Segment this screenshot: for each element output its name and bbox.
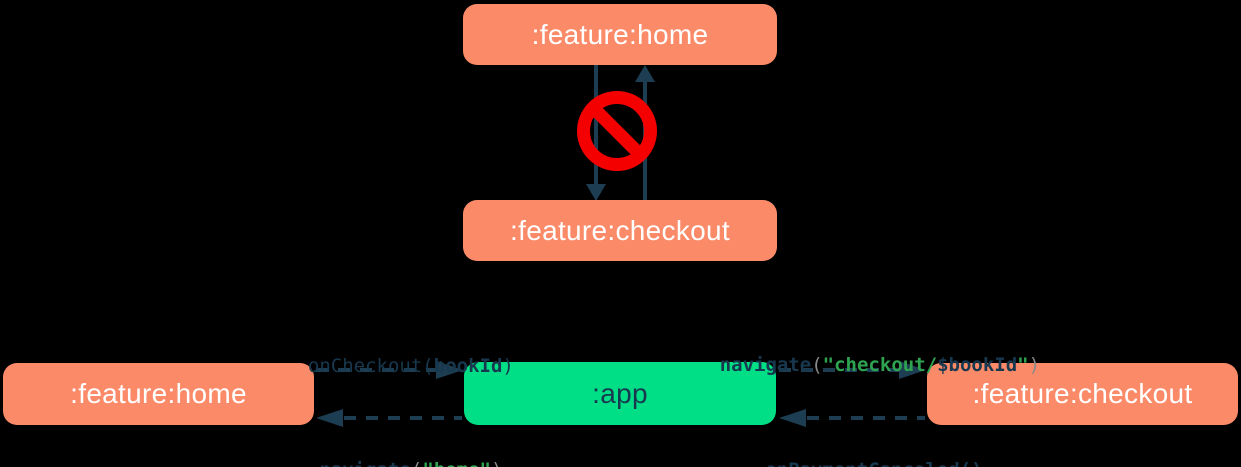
code-string: "checkout/ xyxy=(822,354,938,376)
arrow-up-head xyxy=(635,65,655,82)
module-box-app: :app xyxy=(464,362,776,425)
module-label: :feature:home xyxy=(70,378,247,409)
arrow-down-head xyxy=(586,184,606,201)
label-on-payment-canceled: onPaymentCanceled() xyxy=(719,437,982,467)
module-label: :feature:checkout xyxy=(510,214,730,246)
code-string: " xyxy=(1017,354,1029,376)
no-entry-icon xyxy=(577,91,657,171)
arrow-app-to-checkout-line xyxy=(779,368,901,372)
code-fn: onCheckout( xyxy=(307,355,434,377)
arrow-checkout-to-app-head xyxy=(779,409,806,427)
code-paren: ) xyxy=(1028,354,1041,376)
arrow-app-to-home-head xyxy=(316,409,343,427)
arrow-home-to-app-line xyxy=(316,368,438,372)
code-string: "home" xyxy=(422,459,491,467)
module-box-feature-home-top: :feature:home xyxy=(463,4,777,65)
code-paren: ) xyxy=(491,459,502,467)
code-paren: ( xyxy=(811,354,823,376)
module-box-feature-checkout-top: :feature:checkout xyxy=(463,200,777,261)
module-label: :feature:checkout xyxy=(972,378,1193,409)
code-fn: onPaymentCanceled() xyxy=(765,459,982,467)
label-on-checkout: onCheckout(bookId) xyxy=(262,333,514,399)
arrow-checkout-to-app-line xyxy=(807,416,925,420)
label-navigate-checkout: navigate("checkout/$bookId") xyxy=(674,332,1040,398)
arrow-home-to-app-head xyxy=(436,361,463,379)
code-fn: navigate xyxy=(719,354,812,376)
module-box-feature-checkout: :feature:checkout xyxy=(927,363,1238,425)
arrow-app-to-checkout-head xyxy=(899,361,926,379)
module-box-feature-home: :feature:home xyxy=(3,363,314,425)
code-fn: navigate xyxy=(319,459,411,467)
code-paren: ( xyxy=(411,459,422,467)
code-arg: bookId xyxy=(433,355,503,377)
arrow-app-to-home-line xyxy=(344,416,462,420)
code-template: $bookId xyxy=(937,354,1018,376)
code-paren: ) xyxy=(502,355,514,377)
label-navigate-home: navigate("home") xyxy=(274,437,502,467)
no-entry-slash xyxy=(589,103,645,159)
module-label: :feature:home xyxy=(531,18,709,50)
module-label: :app xyxy=(592,377,648,409)
